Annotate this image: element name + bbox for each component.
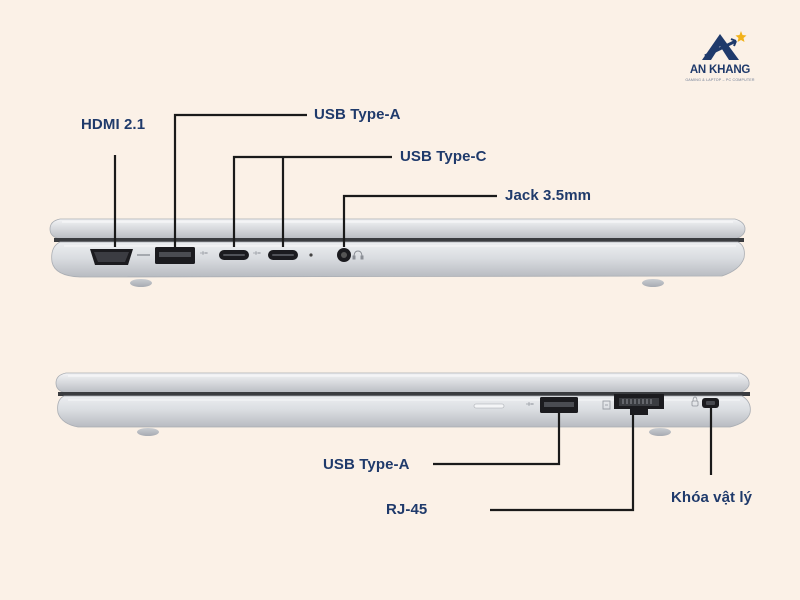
hinge-gap <box>58 392 750 396</box>
hinge-gap <box>54 238 744 242</box>
logo-brand-name: AN KHANG <box>689 64 751 76</box>
callout-lines <box>113 113 713 512</box>
label-usb-c: USB Type-C <box>400 148 487 165</box>
callout-line-usb-a-bottom <box>433 413 561 466</box>
usb-logo-icon <box>526 402 534 406</box>
headphone-icon <box>352 250 364 260</box>
label-usb-a-top: USB Type-A <box>314 106 401 123</box>
status-light <box>473 403 505 409</box>
callout-line-usb-a-top <box>173 113 307 247</box>
led-indicator <box>309 253 313 257</box>
laptop-left-side <box>49 218 746 287</box>
label-lock: Khóa vật lý <box>671 489 753 506</box>
lock-icon <box>691 396 699 407</box>
usb-logo-icon <box>200 251 261 255</box>
laptop-right-side <box>55 372 751 436</box>
hdmi-text-icon <box>137 254 150 256</box>
label-usb-a-bottom: USB Type-A <box>323 456 410 473</box>
label-jack: Jack 3.5mm <box>505 187 592 204</box>
network-icon <box>602 400 611 410</box>
logo-tagline: GAMING & LAPTOP – PC COMPUTER <box>685 78 755 82</box>
label-rj45: RJ-45 <box>386 501 428 518</box>
foot-right <box>642 279 664 287</box>
label-hdmi: HDMI 2.1 <box>81 116 146 133</box>
star-icon <box>735 31 747 42</box>
callout-line-rj45 <box>490 413 635 512</box>
foot-left <box>137 428 159 436</box>
callout-line-usb-c <box>232 155 392 247</box>
an-khang-logo-icon <box>702 31 747 60</box>
callout-line-jack <box>342 194 497 247</box>
foot-right <box>649 428 671 436</box>
foot-left <box>130 279 152 287</box>
